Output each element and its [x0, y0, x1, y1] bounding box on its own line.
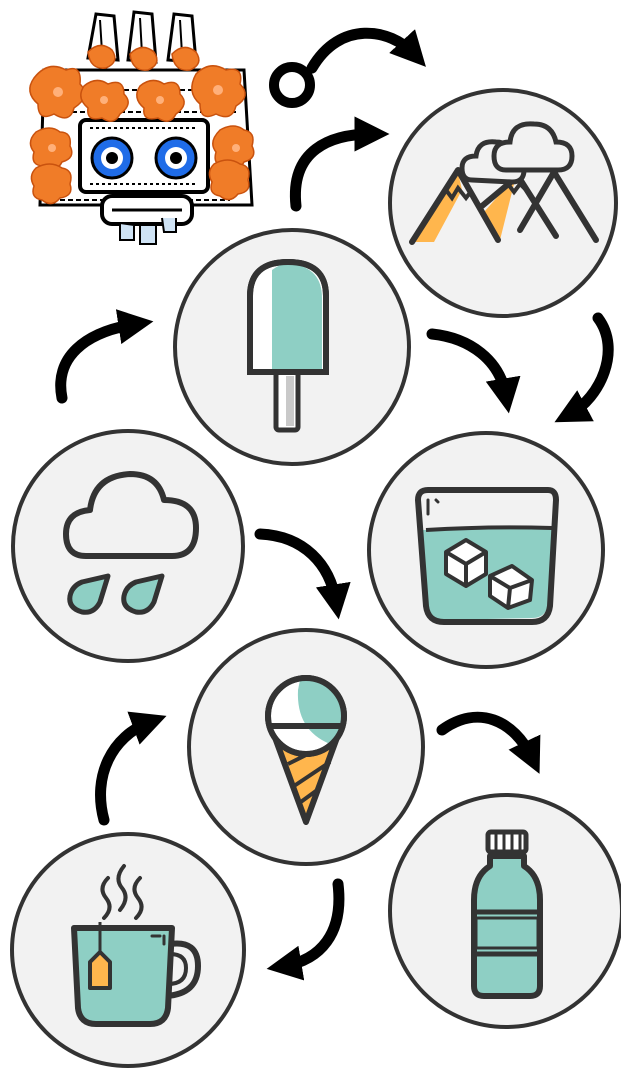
node-ice-cream: [189, 630, 423, 864]
arrow-rain-to-popsicle: [61, 324, 136, 398]
tribal-mask-icon: [30, 12, 254, 244]
arrow-popsicle-to-drink: [432, 334, 506, 396]
arrow-mountain-to-drink: [570, 318, 608, 414]
arrow-icecream-to-tea: [284, 884, 339, 966]
node-tea: [12, 834, 244, 1066]
node-bottle: [390, 795, 621, 1027]
node-iced-drink: [369, 433, 603, 667]
node-rain: [13, 431, 243, 661]
start-ring-icon: [274, 67, 310, 103]
node-popsicle: [175, 230, 409, 464]
node-mountain: [390, 90, 616, 316]
start-arrow: [312, 33, 414, 68]
arrow-rain-to-icecream: [260, 534, 336, 602]
arrow-tea-to-icecream: [101, 722, 150, 820]
arrow-icecream-to-bottle: [442, 717, 532, 758]
arrow-popsicle-to-mountain: [295, 134, 372, 206]
